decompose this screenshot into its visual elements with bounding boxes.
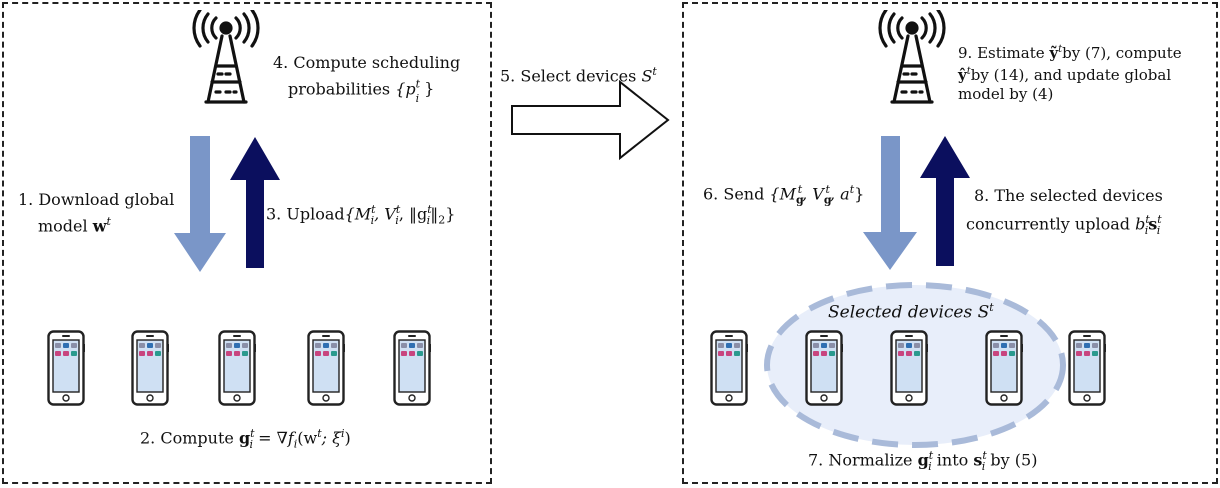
step7-label: 7. Normalize gti into sti by (5) [808, 449, 1038, 473]
phone-icon [1068, 330, 1106, 406]
step5-label: 5. Select devices St [500, 65, 657, 86]
step1-label: 1. Download global [18, 190, 175, 209]
phone-icon [890, 330, 928, 406]
select-arrow [511, 79, 670, 161]
step9-label-line2: ŷtby (14), and update global [958, 66, 1172, 84]
download-arrow [174, 136, 226, 272]
phone-icon [218, 330, 256, 406]
step3-label: 3. Upload{Mti, Vti, ‖gti‖2} [266, 203, 456, 227]
upload-arrow [230, 137, 280, 268]
send-arrow [863, 136, 917, 270]
base-station-icon [192, 10, 260, 104]
phone-icon [985, 330, 1023, 406]
step8-label-line2: concurrently upload btisti [966, 213, 1162, 237]
phone-icon [47, 330, 85, 406]
phone-icon [307, 330, 345, 406]
step4-label: 4. Compute scheduling [273, 53, 461, 72]
step9-label: 9. Estimate ỹtby (7), compute [958, 44, 1182, 62]
phone-icon [805, 330, 843, 406]
concurrent-upload-arrow [920, 136, 970, 266]
phone-icon [393, 330, 431, 406]
step1-label-line2: model wt [38, 215, 111, 236]
step8-label: 8. The selected devices [974, 186, 1163, 205]
step9-label-line3: model by (4) [958, 85, 1054, 103]
step2-label: 2. Compute gti = ∇fi(wt; ξi) [140, 427, 351, 451]
phone-icon [131, 330, 169, 406]
step6-label: 6. Send {Mgt, Vgt, at} [703, 183, 865, 207]
phone-icon [710, 330, 748, 406]
base-station-icon [878, 10, 946, 104]
left-panel [2, 2, 492, 484]
right-panel [682, 2, 1218, 484]
selected-devices-label: Selected devices St [828, 301, 994, 323]
